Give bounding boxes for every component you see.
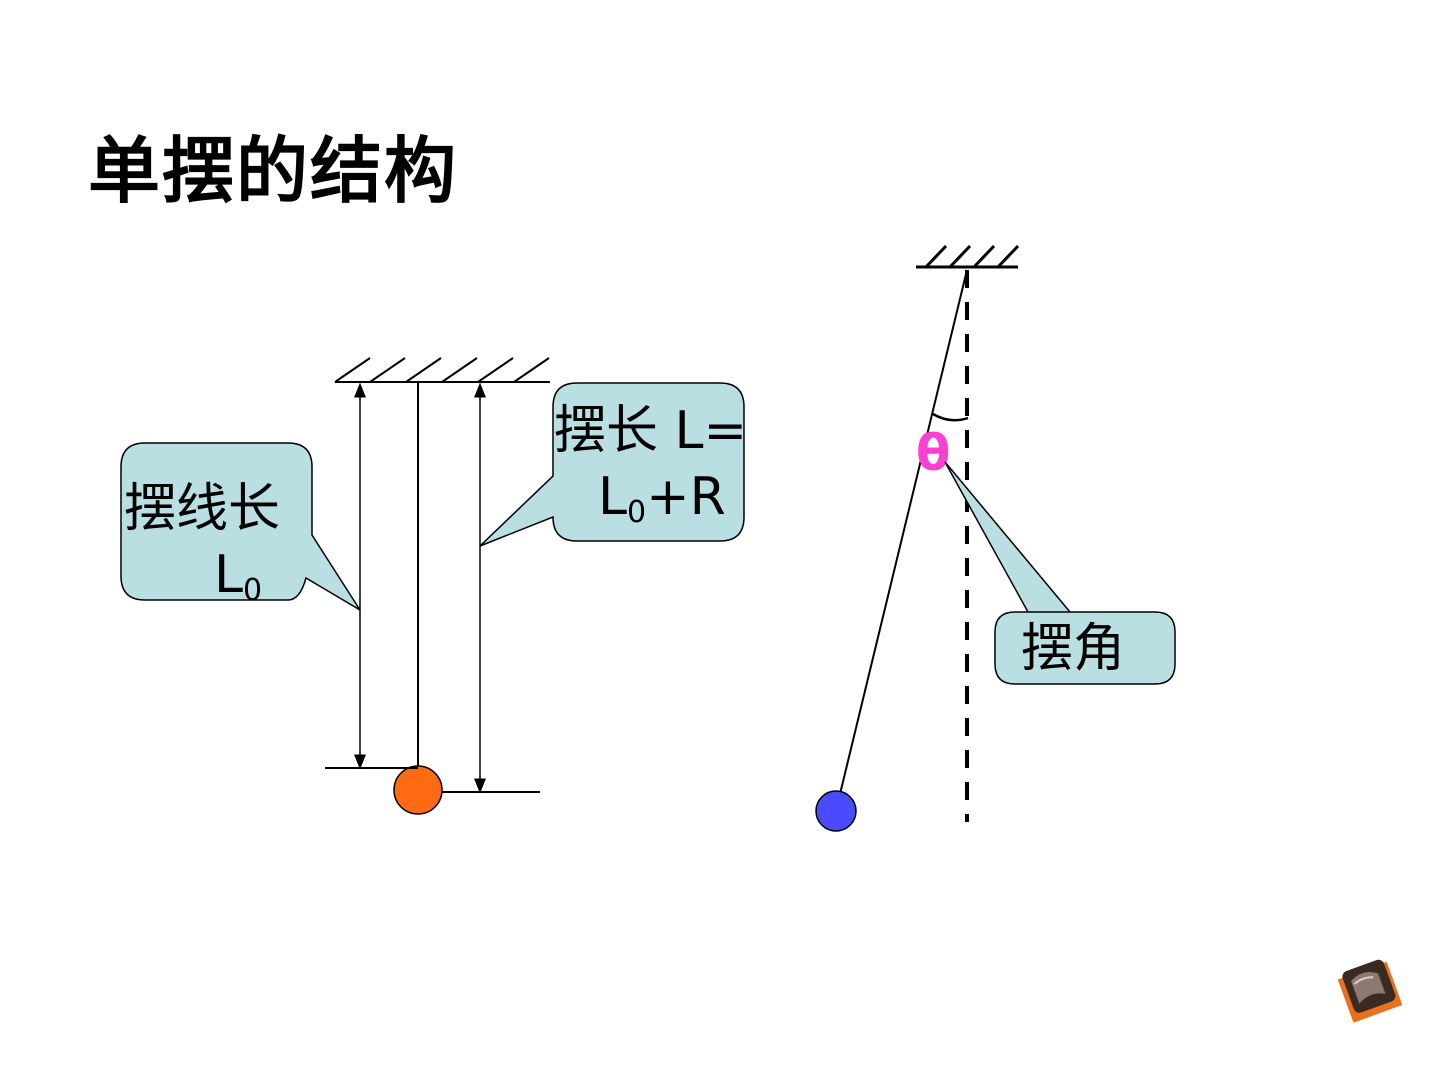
left-bob [393,765,443,815]
callout-angle-label: 摆角 [1021,619,1125,679]
callout-pendulum-length-label: 摆长 L= [554,401,747,461]
callout-pendulum-length-bubble [479,382,745,547]
right-string [839,269,968,795]
right-pendulum: θ [815,244,1020,832]
callout-string-length: 摆线长 L0 [120,442,361,611]
slide-title: 单摆的结构 [88,129,459,213]
callout-angle: 摆角 [944,461,1176,685]
right-ceiling-hatch [924,244,1020,269]
speaker-icon[interactable] [1336,957,1403,1023]
callout-string-length-label: 摆线长 [124,479,280,539]
right-bob [815,790,857,832]
callout-string-length-symbol: L0 [214,545,262,608]
callout-pendulum-length-formula: L0+R [598,467,726,530]
angle-arc [932,412,969,422]
angle-theta-symbol: θ [916,424,950,482]
left-ceiling-hatch [334,357,550,383]
callout-angle-bubble [944,461,1176,685]
callout-string-length-bubble [120,442,361,611]
callout-pendulum-length: 摆长 L= L0+R [479,382,747,547]
left-pendulum [325,357,550,815]
